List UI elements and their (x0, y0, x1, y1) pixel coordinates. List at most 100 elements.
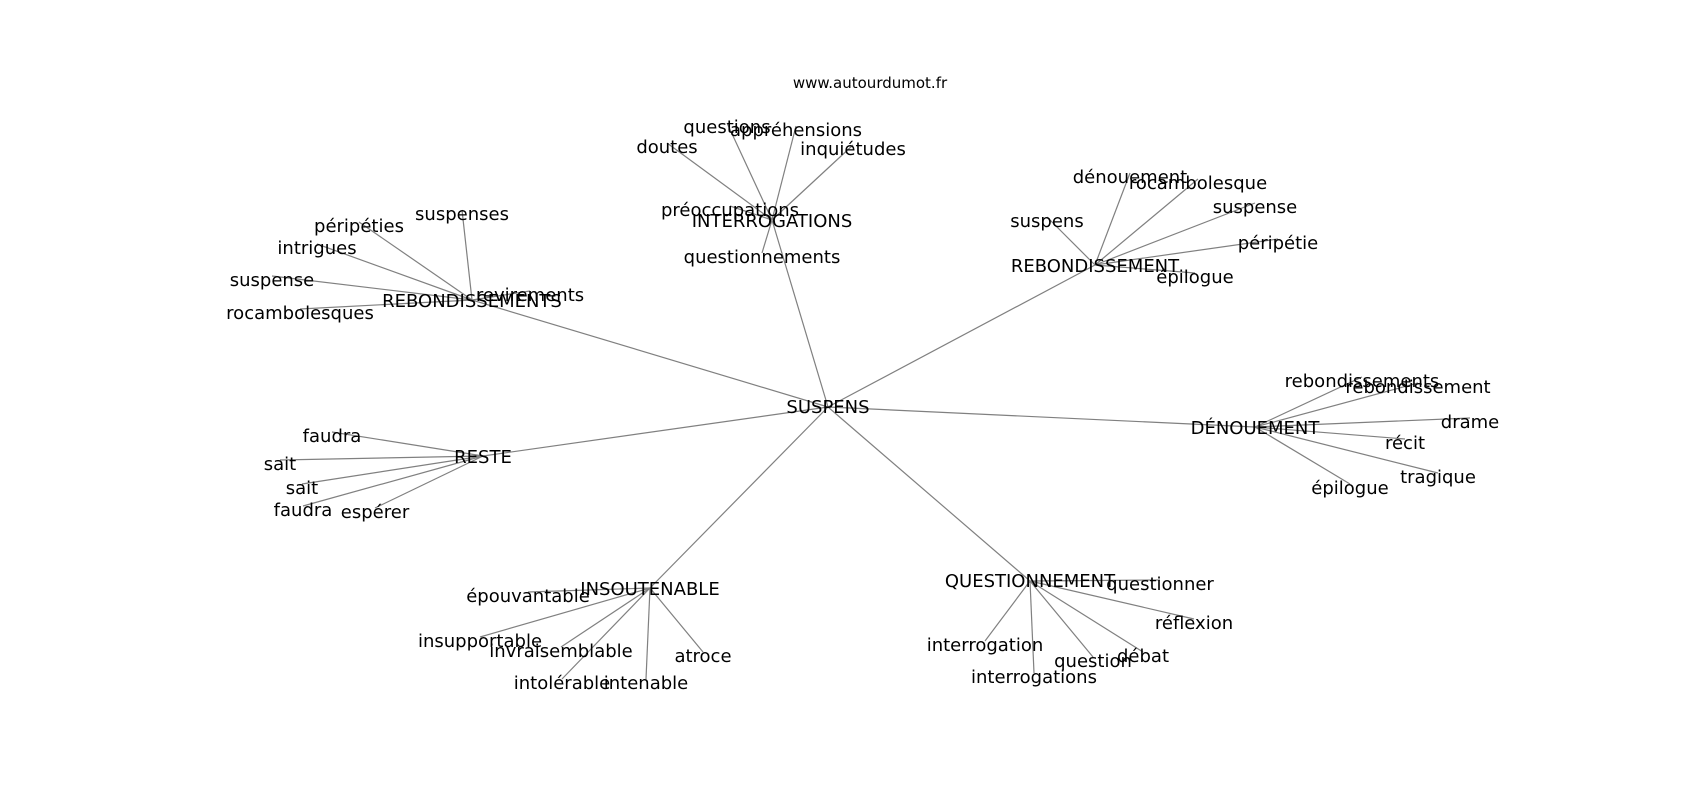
leaf-label: préoccupations (661, 200, 799, 221)
edge-hub-leaf (302, 455, 484, 507)
leaf-label: tragique (1400, 467, 1476, 488)
hub-label: REBONDISSEMENT (1011, 256, 1180, 277)
leaf-label: espérer (341, 502, 410, 523)
edge-hub-leaf (1029, 580, 1094, 658)
leaf-label: inquiétudes (800, 139, 906, 160)
edge-hub-leaf (761, 219, 773, 254)
edge-hub-leaf (1094, 172, 1131, 266)
edge-hub-leaf (1254, 426, 1439, 474)
leaf-label: rebondissement (1345, 377, 1490, 398)
hub-label: INSOUTENABLE (580, 579, 719, 600)
edge-hub-leaf (316, 243, 473, 301)
hub-label: REBONDISSEMENTS (382, 291, 562, 312)
hub-label: RESTE (454, 447, 512, 468)
edge-hub-leaf (645, 587, 651, 680)
edge-hub-leaf (1029, 580, 1035, 674)
edge-hub-leaf (561, 587, 651, 680)
edge-hub-leaf (1094, 264, 1196, 274)
edge-hub-leaf (1254, 426, 1351, 485)
edge-hub-leaf (331, 431, 484, 457)
edge-hub-leaf (1254, 376, 1363, 428)
edge-hub-leaf (299, 299, 473, 310)
leaf-label: question (1054, 651, 1132, 672)
edge-hub-leaf (560, 587, 651, 648)
edge-hub-leaf (1094, 178, 1199, 266)
watermark: www.autourdumot.fr (793, 74, 948, 92)
edge-hub-leaf (1029, 580, 1144, 653)
edge-hub-leaf (1094, 238, 1279, 266)
edge-hub-leaf (1029, 580, 1195, 620)
edge-hub-leaf (301, 455, 484, 485)
edge-hub-leaf (479, 587, 651, 638)
leaf-label: questions (683, 117, 770, 138)
leaf-label: réflexion (1155, 613, 1233, 634)
edge-hub-leaf (1029, 579, 1161, 582)
leaf-label: dénouement (1073, 167, 1187, 188)
hub-label: DÉNOUEMENT (1191, 417, 1321, 439)
leaf-label: drame (1441, 412, 1499, 433)
edge-root-hub (771, 219, 829, 408)
leaf-label: suspense (230, 270, 315, 291)
leaf-label: intenable (604, 673, 688, 694)
edge-hub-leaf (1094, 202, 1256, 266)
edge-root-hub (827, 264, 1096, 408)
leaf-label: intrigues (277, 238, 356, 259)
edge-hub-leaf (729, 205, 773, 221)
leaf-label: rocambolesques (226, 303, 374, 324)
leaf-label: épilogue (1311, 478, 1388, 499)
edge-hub-leaf (358, 221, 473, 301)
leaf-label: suspense (1213, 197, 1298, 218)
edge-hub-leaf (374, 455, 484, 509)
edge-hub-leaf (527, 587, 651, 593)
edge-root-hub (649, 406, 829, 589)
leaf-label: épilogue (1156, 267, 1233, 288)
hub-label: QUESTIONNEMENT (945, 571, 1116, 592)
leaf-label: questionnements (684, 247, 841, 268)
leaf-label: rebondissements (1285, 371, 1440, 392)
edge-root-hub (482, 406, 829, 457)
leaf-label: interrogations (971, 667, 1097, 688)
edge-hub-leaf (461, 209, 473, 301)
leaf-label: interrogation (927, 635, 1044, 656)
leaf-label: péripéties (314, 216, 404, 237)
leaf-label: doutes (636, 137, 697, 158)
edge-hub-leaf (726, 122, 773, 221)
edge-root-hub (827, 406, 1256, 428)
edge-hub-leaf (649, 587, 704, 653)
root-label: SUSPENS (786, 397, 869, 418)
leaf-label: suspenses (415, 204, 509, 225)
leaf-label: insupportable (418, 631, 542, 652)
leaf-label: appréhensions (730, 120, 862, 141)
leaf-label: péripétie (1238, 233, 1319, 254)
edge-root-hub (471, 299, 829, 408)
edge-hub-leaf (279, 455, 484, 461)
edge-hub-leaf (1254, 382, 1419, 428)
edge-hub-leaf (471, 290, 531, 301)
leaf-label: rocambolesque (1129, 173, 1267, 194)
edge-hub-leaf (271, 275, 473, 301)
graph-edges (271, 122, 1471, 680)
leaf-label: récit (1385, 433, 1425, 454)
leaf-label: sait (286, 478, 318, 499)
leaf-label: sait (264, 454, 296, 475)
leaf-label: débat (1117, 646, 1169, 667)
edge-hub-leaf (1046, 216, 1096, 266)
leaf-label: intolérable (514, 673, 611, 694)
leaf-label: faudra (303, 426, 362, 447)
hub-label: INTERROGATIONS (692, 211, 853, 232)
edge-hub-leaf (1254, 426, 1406, 440)
leaf-label: questionner (1106, 574, 1214, 595)
edge-root-hub (827, 406, 1031, 582)
edge-hub-leaf (1254, 417, 1471, 428)
edge-hub-leaf (666, 142, 773, 221)
leaf-label: atroce (674, 646, 731, 667)
leaf-label: épouvantable (466, 586, 590, 607)
leaf-label: invraisemblable (489, 641, 632, 662)
edge-hub-leaf (984, 580, 1031, 642)
edge-hub-leaf (771, 125, 797, 221)
leaf-label: suspens (1010, 211, 1083, 232)
leaf-label: revirements (476, 285, 584, 306)
edge-hub-leaf (771, 144, 854, 221)
